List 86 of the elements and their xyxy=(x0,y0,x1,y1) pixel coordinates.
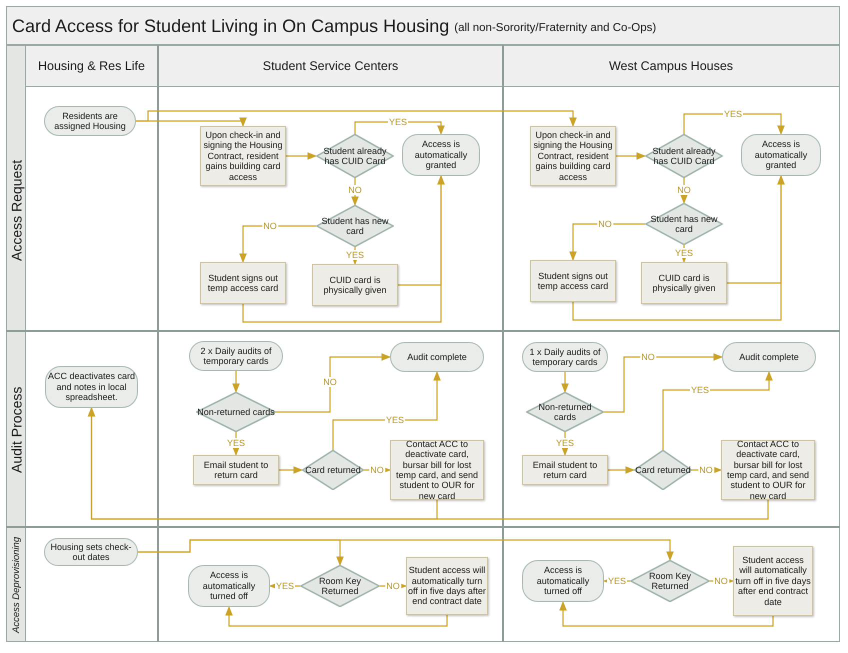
terminal-box: Residents are assigned Housing xyxy=(44,106,136,136)
edge-label: YES xyxy=(275,581,295,591)
diagram-title: Card Access for Student Living in On Campus Housing xyxy=(12,15,450,38)
column-header: Student Service Centers xyxy=(262,58,400,75)
arrow xyxy=(559,601,774,627)
terminal-box: Housing sets check-out dates xyxy=(44,538,138,566)
arrow xyxy=(88,407,769,520)
edge-label: YES xyxy=(345,250,365,260)
process-box: Upon check-in and signing the Housing Contract, resident gains building card access xyxy=(200,126,286,186)
arrow xyxy=(604,353,723,413)
edge-label: NO xyxy=(640,352,656,362)
arrow xyxy=(354,121,445,135)
edge-label: NO xyxy=(262,221,278,231)
arrow xyxy=(351,247,359,265)
terminal-box: 1 x Daily audits of temporary cards xyxy=(522,342,608,372)
edge-label: NO xyxy=(369,465,385,475)
decision-diamond: Card returned xyxy=(634,450,692,490)
process-box: Contact ACC to deactivate card, bursar bill for lost temp card, and send student to OUR for new card xyxy=(721,440,815,500)
arrow xyxy=(239,225,316,263)
edge-label: NO xyxy=(713,576,729,586)
decision-diamond: Room Key Returned xyxy=(300,565,380,607)
arrow xyxy=(662,371,773,450)
decision-diamond: Non-returned cards xyxy=(526,392,604,432)
edge-label: YES xyxy=(607,576,627,586)
edge-label: YES xyxy=(723,109,743,119)
process-box: Student access will automatically turn off in five days after end contract date xyxy=(733,546,813,616)
subtitle: (all non-Sorority/Fraternity and Co-Ops) xyxy=(454,21,656,36)
terminal-box: Access is automatically turned off xyxy=(522,560,604,602)
row-header: Audit Process xyxy=(8,386,26,476)
edge-label: YES xyxy=(674,248,694,258)
terminal-box: Audit complete xyxy=(390,342,484,372)
terminal-box: ACC deactivates card and notes in local spreadsheet. xyxy=(45,366,138,408)
terminal-box: Access is automatically turned off xyxy=(188,565,270,607)
process-box: Email student to return card xyxy=(522,455,608,485)
process-box: Student signs out temp access card xyxy=(530,260,616,302)
process-box: CUID card is physically given xyxy=(641,262,727,304)
edge-label: NO xyxy=(322,377,338,387)
arrow xyxy=(616,152,646,160)
arrow xyxy=(608,466,635,474)
arrow xyxy=(136,110,577,127)
arrow xyxy=(680,245,688,263)
row-header: Access Request xyxy=(8,158,26,263)
process-box: Upon check-in and signing the Housing Contract, resident gains building card access xyxy=(530,126,616,186)
decision-diamond: Student already has CUID Card xyxy=(645,134,723,178)
arrow xyxy=(225,606,448,627)
arrow xyxy=(561,432,569,456)
terminal-box: Access is automatically granted xyxy=(402,134,480,176)
arrow xyxy=(569,223,645,261)
edge-label: YES xyxy=(226,438,246,448)
arrow xyxy=(276,353,391,413)
process-box: Email student to return card xyxy=(193,455,279,485)
column-header: West Campus Houses xyxy=(608,58,734,75)
arrow xyxy=(232,371,240,393)
decision-diamond: Non-returned cards xyxy=(196,392,276,432)
edge-label: NO xyxy=(676,185,692,195)
arrow xyxy=(232,432,240,456)
decision-diamond: Room Key Returned xyxy=(630,560,710,602)
process-box: CUID card is physically given xyxy=(312,264,398,306)
edge-label: YES xyxy=(385,415,405,425)
arrow xyxy=(286,152,317,160)
process-box: Student access will automatically turn off in five days after end contract date xyxy=(406,557,488,615)
terminal-box: Audit complete xyxy=(722,342,816,372)
edge-label: YES xyxy=(388,117,408,127)
process-box: Contact ACC to deactivate card, bursar bill for lost temp card, and send student to OUR for new card xyxy=(390,440,484,500)
decision-diamond: Student already has CUID Card xyxy=(316,134,394,178)
arrow xyxy=(279,466,303,474)
edge-label: NO xyxy=(597,219,613,229)
decision-diamond: Card returned xyxy=(302,450,364,490)
process-box: Student signs out temp access card xyxy=(200,262,286,304)
arrow xyxy=(242,175,445,323)
edge-label: YES xyxy=(555,438,575,448)
arrow xyxy=(138,539,674,561)
arrow xyxy=(332,371,441,450)
terminal-box: 2 x Daily audits of temporary cards xyxy=(189,341,283,371)
column-header: Housing & Res Life xyxy=(36,58,146,75)
arrow xyxy=(572,175,785,321)
decision-diamond: Student has new card xyxy=(645,203,723,245)
edge-label: YES xyxy=(690,385,710,395)
arrow xyxy=(561,372,569,393)
edge-label: NO xyxy=(347,185,363,195)
edge-label: NO xyxy=(385,581,401,591)
row-header: Access Deprovisioning xyxy=(10,536,23,636)
decision-diamond: Student has new card xyxy=(316,205,394,247)
arrow xyxy=(683,113,785,135)
edge-label: NO xyxy=(698,465,714,475)
terminal-box: Access is automatically granted xyxy=(741,134,821,176)
